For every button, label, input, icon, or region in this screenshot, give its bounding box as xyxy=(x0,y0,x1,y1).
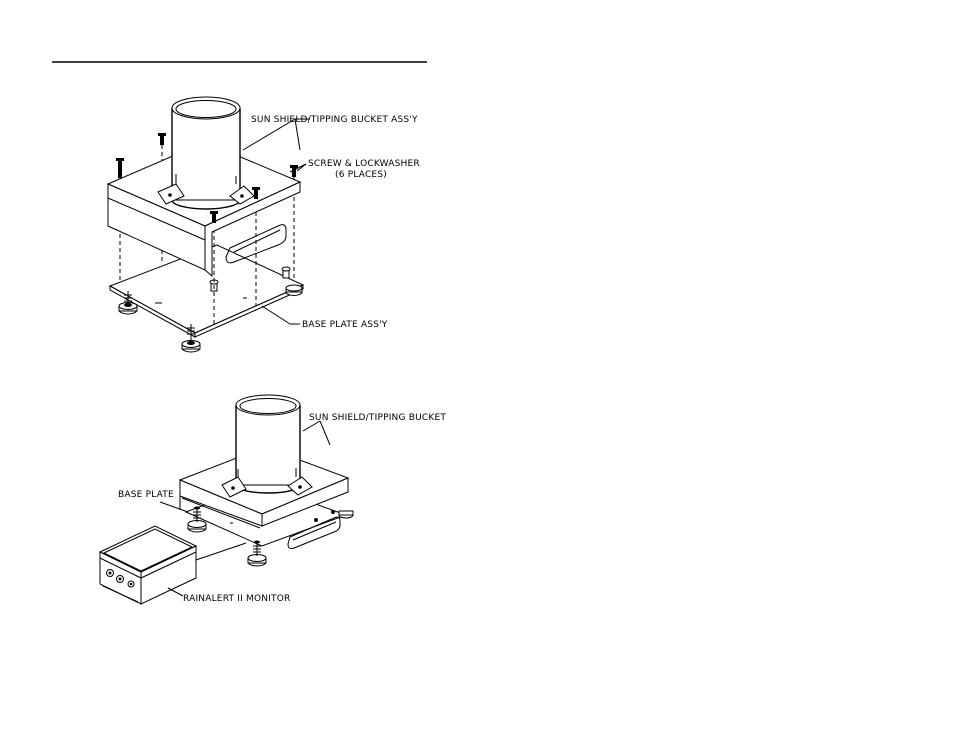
rainalert-monitor xyxy=(98,525,198,605)
leveling-foot xyxy=(247,540,267,567)
cylinder-bracket xyxy=(157,174,185,205)
carry-handle xyxy=(287,516,341,549)
assembled-figure: SUN SHIELD/TIPPING BUCKET BASE PLATE RAI… xyxy=(98,394,446,605)
screw-places-label: (6 PLACES) xyxy=(335,170,387,180)
collector-cylinder xyxy=(157,96,255,210)
monitor-label: RAINALERT II MONITOR xyxy=(183,594,291,604)
screw xyxy=(252,187,260,199)
base-plate-label: BASE PLATE xyxy=(118,490,174,500)
screw xyxy=(290,165,298,177)
sun-shield-label: SUN SHIELD/TIPPING BUCKET ASS'Y xyxy=(251,115,418,125)
leader-lines xyxy=(242,118,310,325)
base-plate-assembly xyxy=(108,244,305,353)
plate-stud xyxy=(281,266,291,279)
collector-cylinder xyxy=(221,394,313,498)
screw xyxy=(116,158,124,178)
leveling-foot xyxy=(285,284,303,296)
cylinder-bracket xyxy=(221,469,247,498)
sun-shield-label: SUN SHIELD/TIPPING BUCKET xyxy=(309,413,446,423)
leveling-foot xyxy=(181,324,201,353)
leveling-foot xyxy=(118,291,138,315)
screw xyxy=(210,211,218,223)
cable-line xyxy=(195,542,247,561)
carry-handle xyxy=(225,224,287,264)
cylinder-bracket xyxy=(287,468,313,496)
leader-lines xyxy=(159,420,331,597)
leveling-foot xyxy=(338,510,354,519)
screw xyxy=(158,133,166,145)
exploded-assembly-figure: SUN SHIELD/TIPPING BUCKET ASS'Y SCREW & … xyxy=(106,96,420,353)
leveling-foot xyxy=(187,506,207,533)
base-plate-label: BASE PLATE ASS'Y xyxy=(302,320,388,330)
screw-lockwasher-label: SCREW & LOCKWASHER xyxy=(308,159,420,169)
